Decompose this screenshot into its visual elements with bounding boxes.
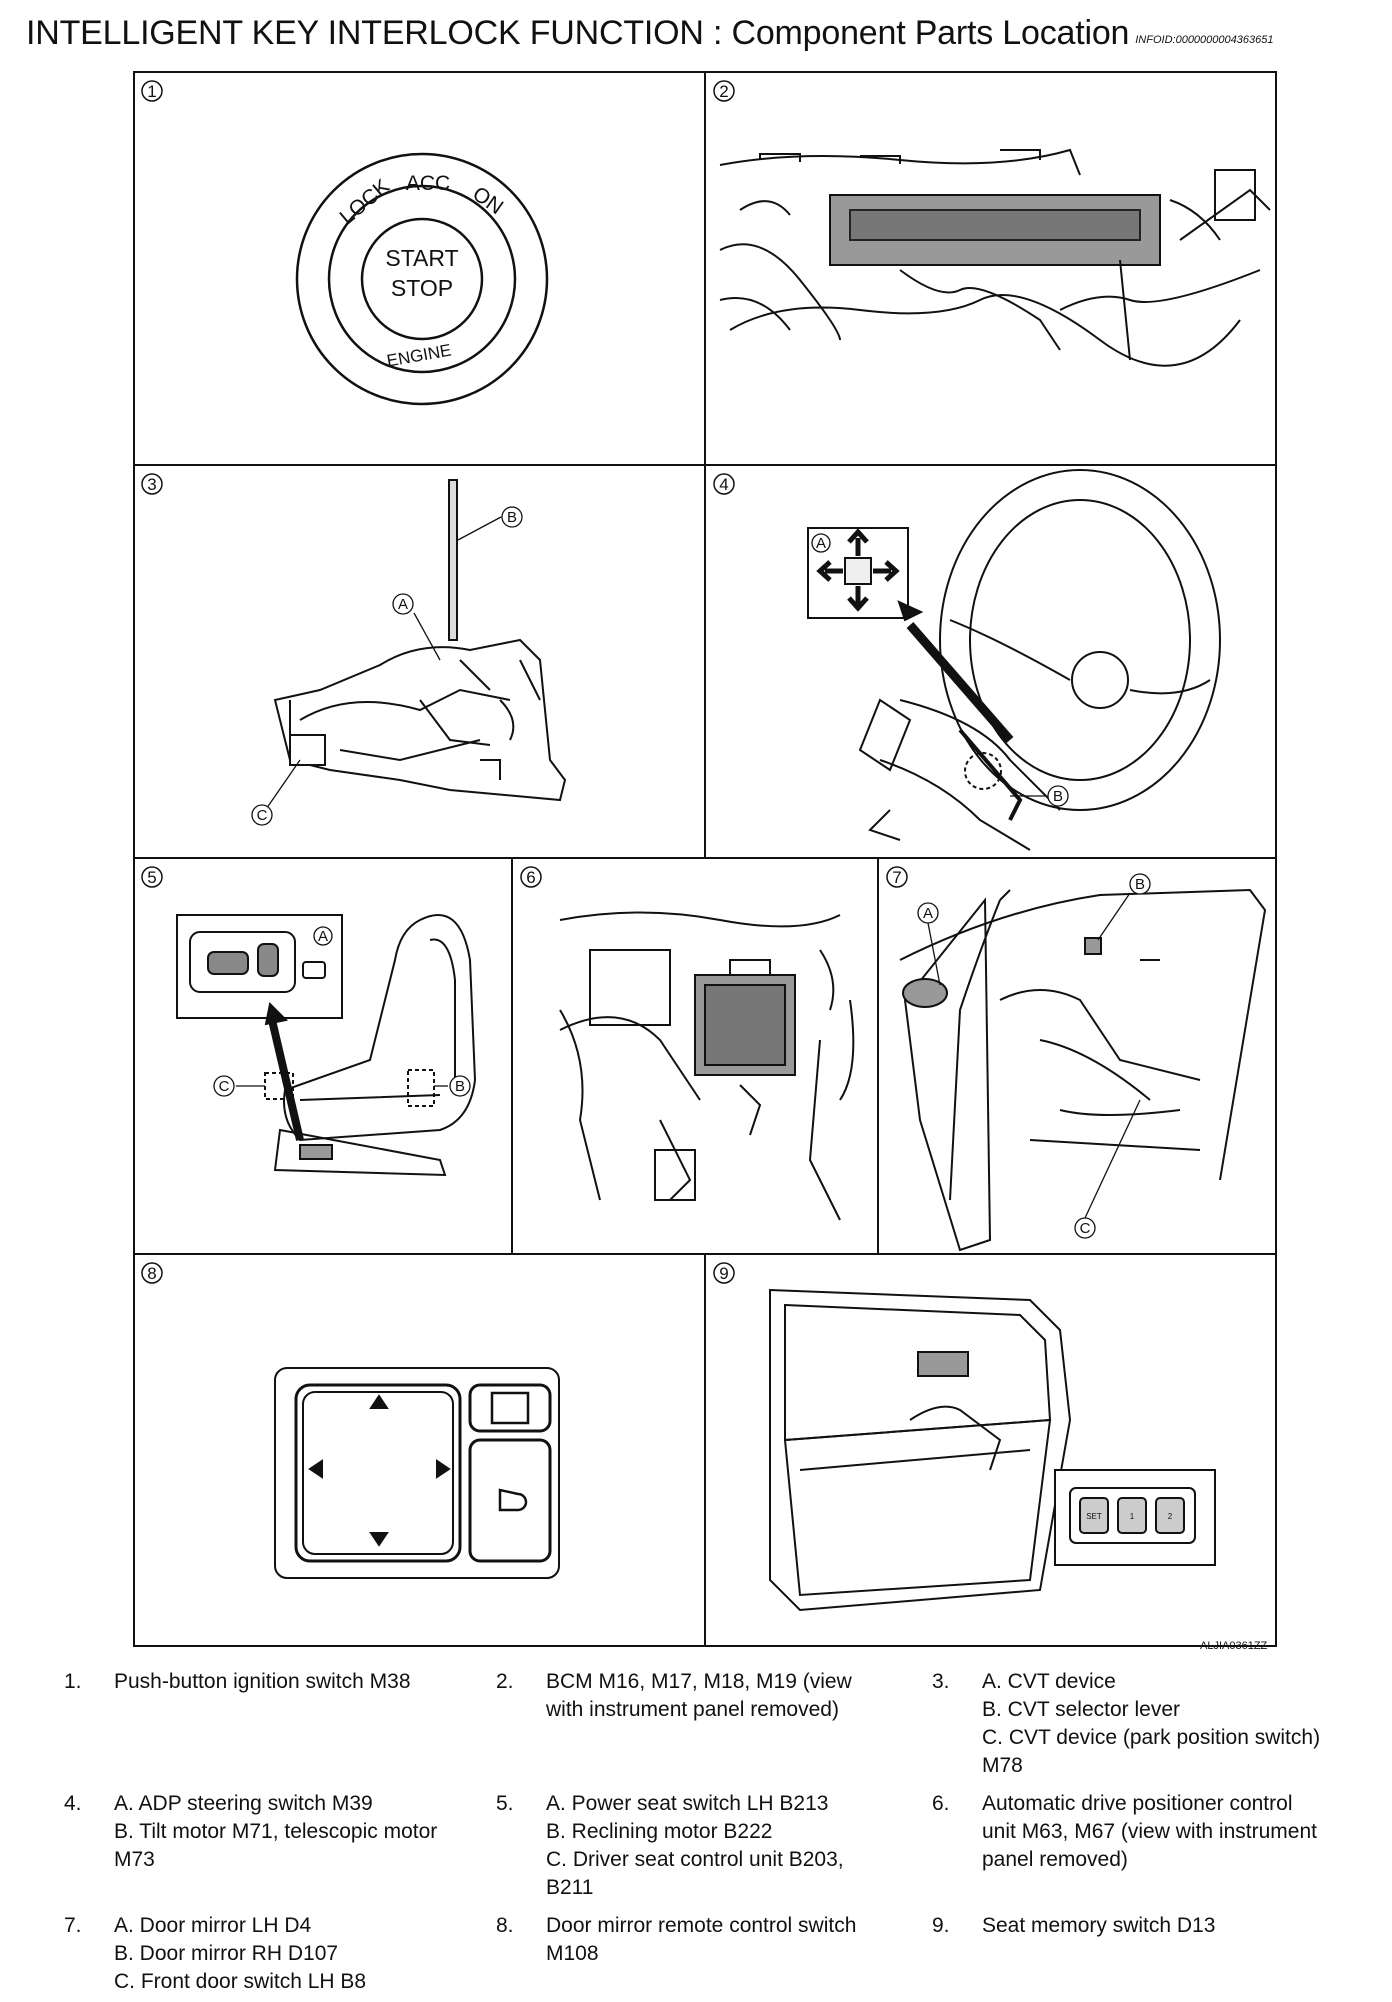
- callout-4a: A: [816, 535, 826, 552]
- callout-3c: C: [257, 807, 268, 824]
- legend-item-2: 2. BCM M16, M17, M18, M19 (view with ins…: [496, 1668, 916, 1768]
- legend-number: 1.: [64, 1670, 82, 1693]
- callout-7b: B: [1135, 876, 1145, 893]
- legend-text: A. Power seat switch LH B213 B. Reclinin…: [546, 1792, 844, 1899]
- legend-number: 2.: [496, 1670, 514, 1693]
- callout-3b: B: [507, 509, 517, 526]
- legend-number: 8.: [496, 1914, 514, 1937]
- page-title: INTELLIGENT KEY INTERLOCK FUNCTION : Com…: [26, 14, 1130, 52]
- legend-item-3: 3. A. CVT device B. CVT selector lever C…: [932, 1668, 1382, 1788]
- positioner-unit-illustration: [559, 911, 855, 1221]
- legend-text: A. CVT device B. CVT selector lever C. C…: [982, 1670, 1321, 1777]
- mirror-remote-switch-illustration: [274, 1367, 560, 1579]
- legend-text: A. ADP steering switch M39 B. Tilt motor…: [114, 1792, 438, 1871]
- ignition-label-stop: STOP: [391, 275, 453, 301]
- ignition-label-engine: ENGINE: [385, 341, 452, 371]
- panel-number-3: 3: [147, 475, 156, 494]
- ignition-label-on: ON: [468, 182, 507, 219]
- door-callouts: A B C: [917, 873, 1151, 1239]
- panel-number-2: 2: [719, 82, 728, 101]
- panel-number-7: 7: [892, 868, 901, 887]
- legend-number: 7.: [64, 1914, 82, 1937]
- legend-item-8: 8. Door mirror remote control switch M10…: [496, 1912, 916, 1982]
- callout-7c: C: [1080, 1220, 1091, 1237]
- ignition-label-lock: LOCK: [336, 175, 395, 229]
- callout-5c: C: [219, 1078, 230, 1095]
- figure-reference-code: ALJIA0361ZZ: [1200, 1640, 1268, 1652]
- cvt-callouts: A B C: [251, 506, 523, 826]
- memory-switch-1-label: 1: [1130, 1512, 1135, 1521]
- legend-text: A. Door mirror LH D4 B. Door mirror RH D…: [114, 1914, 367, 1993]
- legend-item-6: 6. Automatic drive positioner control un…: [932, 1790, 1382, 1890]
- bcm-illustration: [719, 148, 1271, 367]
- component-location-diagram: 1 2 3 4 5 6 7 8 9 LOCK ACC ON START STOP…: [133, 71, 1277, 1647]
- legend-item-9: 9. Seat memory switch D13: [932, 1912, 1382, 1952]
- callout-5b: B: [455, 1078, 465, 1095]
- cvt-device-illustration: [273, 479, 567, 802]
- legend-text: Automatic drive positioner control unit …: [982, 1792, 1317, 1871]
- seat-callouts: A B C: [213, 926, 471, 1097]
- panel-number-4: 4: [719, 475, 728, 494]
- memory-switch-labels: SET 1 2: [1086, 1512, 1173, 1521]
- legend-item-7: 7. A. Door mirror LH D4 B. Door mirror R…: [64, 1912, 484, 2002]
- ignition-switch-illustration: LOCK ACC ON START STOP ENGINE: [295, 152, 549, 406]
- memory-switch-2-label: 2: [1168, 1512, 1173, 1521]
- memory-switch-illustration: [769, 1288, 1216, 1612]
- legend-text: Door mirror remote control switch M108: [546, 1914, 857, 1965]
- panel-number-8: 8: [147, 1264, 156, 1283]
- callout-3a: A: [398, 596, 408, 613]
- callout-5a: A: [318, 928, 328, 945]
- steering-callouts: A B: [811, 533, 1069, 807]
- legend-text: Push-button ignition switch M38: [114, 1670, 411, 1693]
- panel-number-9: 9: [719, 1264, 728, 1283]
- legend-item-4: 4. A. ADP steering switch M39 B. Tilt mo…: [64, 1790, 484, 1890]
- legend-number: 6.: [932, 1792, 950, 1815]
- memory-switch-set-label: SET: [1086, 1512, 1102, 1521]
- title-row: INTELLIGENT KEY INTERLOCK FUNCTION : Com…: [26, 14, 1392, 60]
- steering-column-illustration: [807, 469, 1221, 851]
- info-id: INFOID:0000000004363651: [1135, 33, 1274, 46]
- legend-text: Seat memory switch D13: [982, 1914, 1216, 1937]
- legend-number: 9.: [932, 1914, 950, 1937]
- ignition-label-start: START: [385, 245, 458, 271]
- panel-number-1: 1: [147, 82, 156, 101]
- panel-number-5: 5: [147, 868, 156, 887]
- door-mirror-illustration: [899, 888, 1267, 1252]
- panel-number-6: 6: [526, 868, 535, 887]
- ignition-label-acc: ACC: [406, 172, 450, 195]
- legend-number: 5.: [496, 1792, 514, 1815]
- legend-number: 4.: [64, 1792, 82, 1815]
- callout-7a: A: [923, 905, 933, 922]
- legend-item-5: 5. A. Power seat switch LH B213 B. Recli…: [496, 1790, 916, 1910]
- legend-number: 3.: [932, 1670, 950, 1693]
- power-seat-illustration: [176, 914, 477, 1177]
- legend-item-1: 1. Push-button ignition switch M38: [64, 1668, 484, 1768]
- panel-numbers: 1 2 3 4 5 6 7 8 9: [141, 80, 908, 1284]
- callout-4b: B: [1053, 788, 1063, 805]
- legend-text: BCM M16, M17, M18, M19 (view with instru…: [546, 1670, 852, 1721]
